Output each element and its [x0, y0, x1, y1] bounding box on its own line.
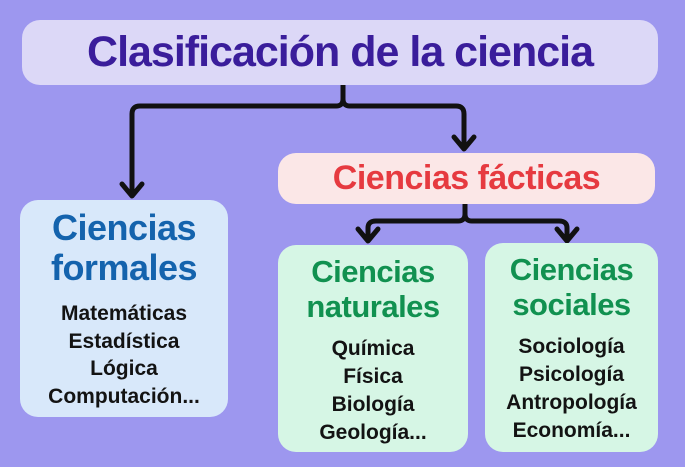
page-title: Clasificación de la ciencia — [87, 28, 594, 76]
list-item: Estadística — [68, 329, 180, 353]
arrowhead-formales-icon — [119, 181, 145, 199]
list-item: Economía... — [512, 419, 631, 443]
title-node: Clasificación de la ciencia — [22, 20, 658, 85]
list-item: Psicología — [518, 363, 625, 387]
list-item: Sociología — [518, 335, 625, 359]
edge-facticas-to-sociales — [462, 201, 570, 242]
node-heading-facticas: Ciencias fácticas — [332, 159, 601, 197]
list-item: Antropología — [506, 391, 637, 415]
list-item: Física — [343, 365, 403, 389]
list-item: Lógica — [90, 357, 158, 381]
arrowhead-facticas-icon — [451, 134, 477, 152]
list-item: Geología... — [319, 421, 427, 445]
node-heading-naturales: Ciencias naturales — [306, 254, 440, 324]
node-ciencias-facticas: Ciencias fácticas — [278, 153, 655, 204]
list-item: Química — [331, 337, 415, 361]
list-item: Computación... — [48, 385, 200, 409]
edge-title-to-facticas — [340, 81, 467, 149]
edge-facticas-to-naturales — [365, 201, 468, 242]
list-item: Matemáticas — [60, 301, 188, 325]
node-heading-sociales: Ciencias sociales — [509, 252, 634, 322]
arrowhead-sociales-icon — [554, 226, 580, 244]
node-heading-formales: Ciencias formales — [50, 207, 198, 289]
arrowhead-naturales-icon — [355, 226, 381, 244]
list-item: Biología — [331, 393, 415, 417]
